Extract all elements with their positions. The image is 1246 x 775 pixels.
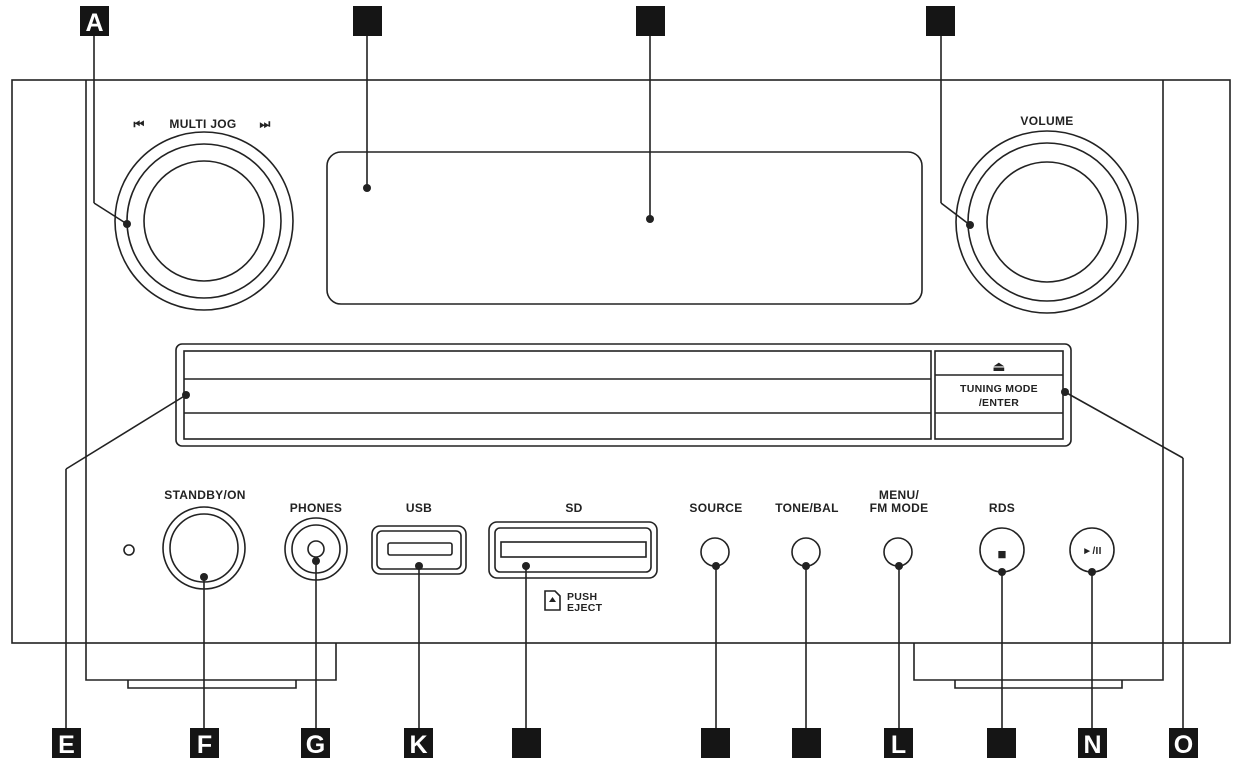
phones-label: PHONES: [290, 501, 342, 515]
menu-fm-mode-button[interactable]: [883, 537, 913, 567]
tone-bal-label: TONE/BAL: [775, 501, 839, 515]
callout-tag-unlabeled-2: [636, 6, 665, 36]
menu-label: MENU/: [879, 488, 920, 502]
svg-text:A: A: [85, 9, 103, 37]
rds-label: RDS: [989, 501, 1015, 515]
svg-text:O: O: [1174, 731, 1193, 759]
usb-label: USB: [406, 501, 432, 515]
play-pause-icon: ►/II: [1082, 546, 1101, 557]
standby-on-label: STANDBY/ON: [164, 488, 245, 502]
callout-tag-e: E: [52, 728, 81, 759]
callout-tag-g: G: [301, 728, 330, 759]
sd-card-icon: [544, 590, 561, 611]
callout-tag-unlabeled-6: [792, 728, 821, 758]
callout-tag-f: F: [190, 728, 219, 759]
enter-label: /ENTER: [979, 397, 1019, 409]
callout-tag-n: N: [1078, 728, 1107, 759]
disc-tray: [175, 343, 1072, 447]
display-window: [326, 151, 923, 305]
source-button[interactable]: [700, 537, 730, 567]
volume-label: VOLUME: [1020, 114, 1073, 128]
eject-icon: ⏏: [992, 358, 1006, 374]
svg-text:L: L: [891, 731, 906, 759]
multi-jog-label: MULTI JOG: [169, 117, 236, 131]
next-track-icon: ⏭: [259, 117, 270, 131]
tone-bal-button[interactable]: [791, 537, 821, 567]
svg-text:G: G: [306, 731, 325, 759]
unit-body: [11, 79, 1231, 689]
callout-tag-unlabeled-3: [926, 6, 955, 36]
prev-track-icon: ⏮: [133, 117, 144, 131]
callout-tag-a: A: [80, 6, 109, 37]
fm-mode-label: FM MODE: [870, 501, 929, 515]
callout-tag-unlabeled-7: [987, 728, 1016, 758]
right-foot: [913, 643, 1164, 681]
eject-label: EJECT: [567, 602, 603, 614]
svg-text:F: F: [197, 731, 212, 759]
left-foot: [85, 643, 337, 681]
callout-tag-k: K: [404, 728, 433, 759]
source-label: SOURCE: [689, 501, 742, 515]
callout-tag-unlabeled-4: [512, 728, 541, 758]
leader-lines: [65, 34, 1184, 728]
svg-text:E: E: [58, 731, 75, 759]
tuning-mode-label: TUNING MODE: [960, 383, 1038, 395]
svg-text:K: K: [409, 731, 427, 759]
callout-tag-o: O: [1169, 728, 1198, 759]
callout-tag-l: L: [884, 728, 913, 759]
front-panel-outline: [11, 79, 1231, 644]
callout-tag-unlabeled-5: [701, 728, 730, 758]
push-label: PUSH: [567, 591, 597, 603]
stop-icon: ■: [997, 546, 1006, 563]
svg-text:N: N: [1083, 731, 1101, 759]
callout-tag-unlabeled-1: [353, 6, 382, 36]
sd-card-slot[interactable]: [488, 521, 658, 579]
multi-jog-knob[interactable]: [114, 131, 294, 311]
sd-label: SD: [565, 501, 582, 515]
standby-indicator: [123, 544, 135, 556]
volume-knob[interactable]: [955, 130, 1139, 314]
